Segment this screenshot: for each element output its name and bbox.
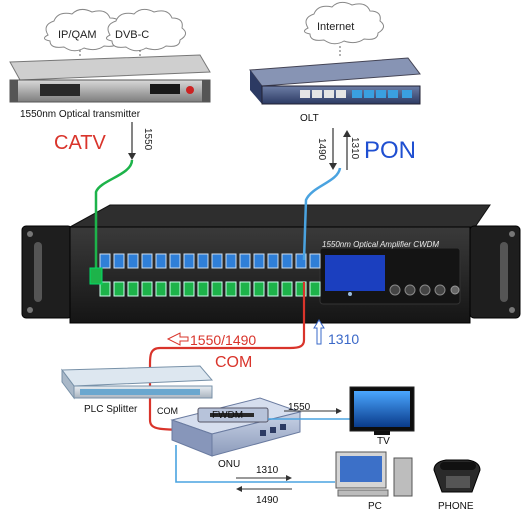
splitter-com-label: COM [157, 406, 178, 416]
port-green [155, 281, 167, 297]
up-1310-arrow [313, 319, 325, 345]
splitter-label: PLC Splitter [84, 404, 138, 415]
cloud-label-internet: Internet [317, 21, 354, 33]
onu-1490-label: 1490 [256, 495, 279, 506]
port-blue [267, 253, 279, 269]
port-blue [127, 253, 139, 269]
port-blue [169, 253, 181, 269]
plc-splitter-device [61, 365, 214, 400]
port-green [197, 281, 209, 297]
port-green [281, 281, 293, 297]
arrow-1550-tv-head [336, 408, 342, 414]
optical-transmitter-device [9, 54, 211, 103]
olt-device [249, 57, 421, 105]
tv-icon [349, 386, 415, 435]
port-green [99, 281, 111, 297]
port-green [169, 281, 181, 297]
port-green [127, 281, 139, 297]
pc-icon [335, 451, 413, 497]
amplifier-device [21, 204, 521, 324]
port-blue [113, 253, 125, 269]
onu-label: ONU [218, 459, 240, 470]
arrow-1310-head [286, 475, 292, 481]
com-wavelengths-label: 1550/1490 [190, 332, 256, 348]
catv-label: CATV [54, 132, 107, 154]
cloud-label-dvbc: DVB-C [115, 29, 149, 41]
com-left-arrow [166, 332, 189, 346]
up-1310-label: 1310 [328, 331, 359, 347]
transmitter-label: 1550nm Optical transmitter [20, 109, 141, 120]
port-blue [225, 253, 237, 269]
port-green [253, 281, 265, 297]
olt-up-arrowhead [343, 130, 351, 137]
com-label: COM [215, 354, 252, 371]
amplifier-port-row-green [99, 281, 321, 297]
port-blue [141, 253, 153, 269]
port-blue [155, 253, 167, 269]
cloud-internet [304, 1, 384, 45]
cloud-iptv [44, 8, 186, 52]
port-blue [253, 253, 265, 269]
wl-1310-olt: 1310 [349, 137, 360, 160]
port-green [309, 281, 321, 297]
port-blue [239, 253, 251, 269]
onu-device [170, 397, 302, 457]
cloud-label-ipqam: IP/QAM [58, 29, 97, 41]
tx-down-arrowhead [128, 153, 136, 160]
port-green [225, 281, 237, 297]
onu-1550-label: 1550 [288, 402, 311, 413]
catv-connector [89, 267, 103, 285]
port-blue [99, 253, 111, 269]
amplifier-port-row-blue [99, 253, 321, 269]
wl-1550-tx: 1550 [142, 128, 153, 151]
fiber-catv-green [94, 159, 134, 270]
port-green [267, 281, 279, 297]
port-green [211, 281, 223, 297]
pc-label: PC [368, 501, 382, 512]
port-blue [211, 253, 223, 269]
port-blue [309, 253, 321, 269]
port-blue [281, 253, 293, 269]
port-blue [197, 253, 209, 269]
olt-label: OLT [300, 113, 319, 124]
onu-1310-label: 1310 [256, 465, 279, 476]
olt-down-arrowhead [329, 163, 337, 170]
fwdm-label: FWDM [212, 410, 243, 421]
port-green [113, 281, 125, 297]
port-green [141, 281, 153, 297]
port-blue [183, 253, 195, 269]
port-green [239, 281, 251, 297]
port-green [295, 281, 307, 297]
phone-icon [433, 459, 481, 493]
fiber-onu-pc [175, 445, 335, 483]
fiber-pon-blue [302, 167, 342, 261]
pon-label: PON [364, 137, 416, 164]
wl-1490-olt: 1490 [316, 138, 327, 161]
port-green [183, 281, 195, 297]
amplifier-label: 1550nm Optical Amplifier CWDM [322, 240, 439, 249]
tv-label: TV [377, 436, 390, 447]
fiber-com-red [148, 282, 306, 432]
port-blue [295, 253, 307, 269]
phone-label: PHONE [438, 501, 474, 512]
arrow-1490-head [236, 486, 242, 492]
